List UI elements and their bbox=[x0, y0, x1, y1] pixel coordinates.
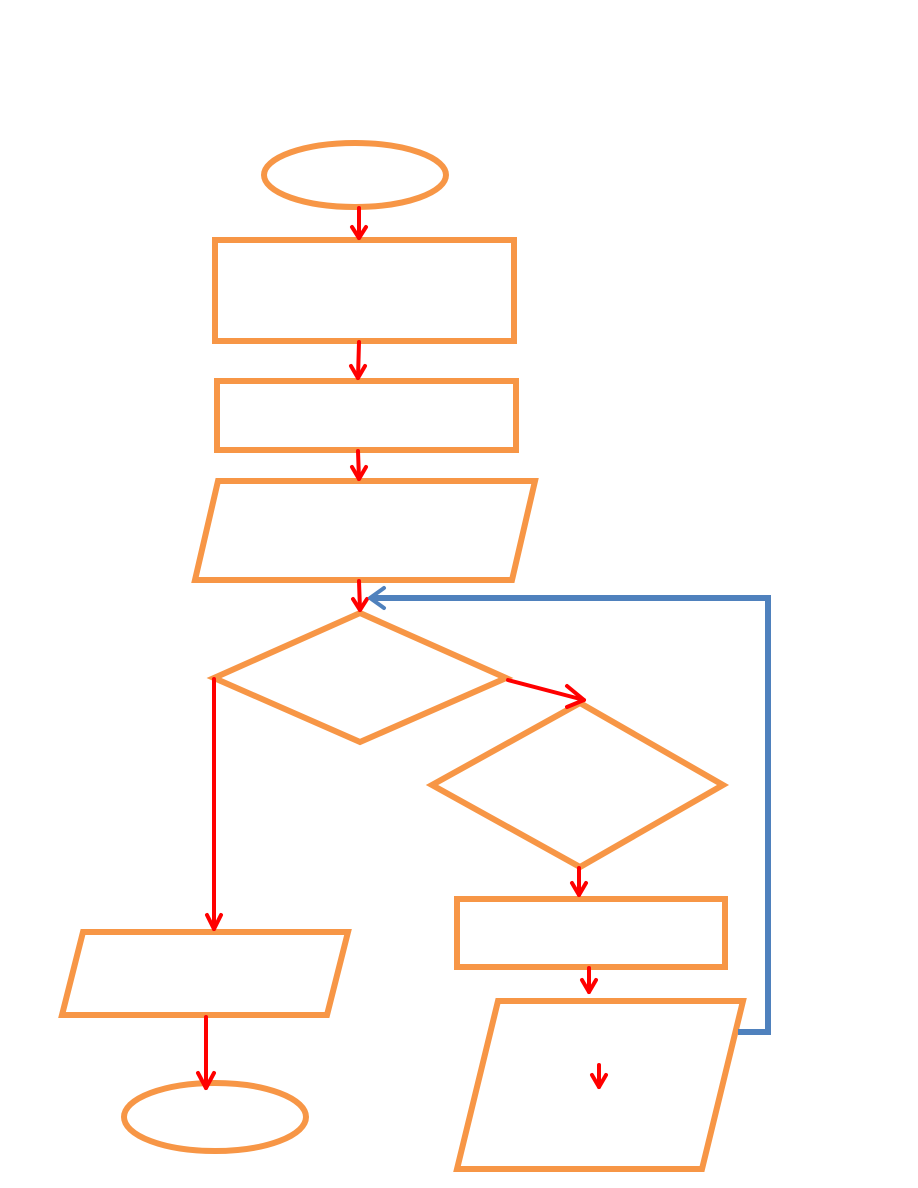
arrow-process-3-to-output-loop bbox=[580, 966, 598, 994]
decision-diamond-1 bbox=[206, 609, 514, 746]
arrow-process-2-to-input bbox=[350, 449, 368, 481]
process-box-2 bbox=[214, 378, 519, 453]
decision-diamond-2 bbox=[425, 699, 730, 871]
input-parallelogram bbox=[191, 478, 539, 583]
loop-back-connector bbox=[368, 586, 771, 1035]
arrow-process-1-to-process-2 bbox=[349, 340, 367, 380]
process-box-3 bbox=[454, 896, 728, 970]
arrow-decision-2-to-process-3 bbox=[570, 866, 588, 897]
arrow-output-final-to-end bbox=[196, 1015, 216, 1090]
end-terminator bbox=[121, 1080, 309, 1154]
output-parallelogram-loop bbox=[453, 998, 747, 1172]
arrow-input-to-decision-1 bbox=[351, 579, 369, 612]
arrow-start-to-process-1 bbox=[350, 206, 368, 240]
start-terminator bbox=[261, 140, 449, 210]
arrow-decision-1-to-output-final bbox=[205, 677, 223, 931]
arrow-mark-inside-output-loop bbox=[590, 1063, 608, 1089]
output-parallelogram-final bbox=[58, 929, 352, 1018]
arrow-decision-1-to-decision-2 bbox=[506, 678, 586, 709]
process-box-1 bbox=[212, 237, 517, 344]
